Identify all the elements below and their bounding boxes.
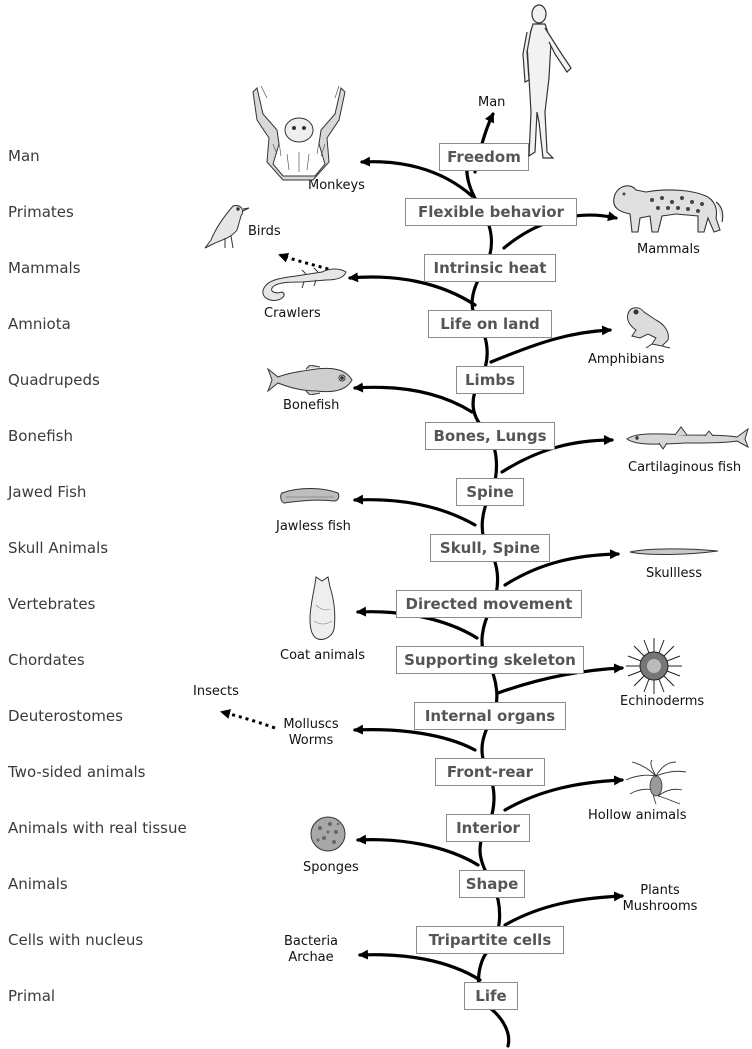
node-life: Life [464, 982, 518, 1010]
branch-label-plants-mushrooms: Plants Mushrooms [620, 883, 700, 915]
node-flexible-behavior: Flexible behavior [405, 198, 577, 226]
level-label-primates: Primates [8, 203, 74, 221]
level-label-mammals: Mammals [8, 259, 81, 277]
branch-label-archae: Archae [280, 950, 342, 966]
branch-label-bacteria-archae: Bacteria Archae [280, 934, 342, 966]
leopard-icon [606, 178, 726, 238]
level-label-primal: Primal [8, 987, 55, 1005]
branch-bonefish-arrow [355, 387, 472, 412]
branch-label-insects: Insects [193, 684, 239, 700]
branch-bacteria-arrow [360, 955, 480, 980]
level-label-two-sided-animals: Two-sided animals [8, 763, 146, 781]
node-supporting-skeleton: Supporting skeleton [396, 646, 584, 674]
level-label-chordates: Chordates [8, 651, 85, 669]
level-label-amniota: Amniota [8, 315, 71, 333]
branch-label-man: Man [478, 95, 505, 111]
frog-icon [622, 302, 674, 350]
level-label-skull-animals: Skull Animals [8, 539, 108, 557]
branch-label-bacteria: Bacteria [280, 934, 342, 950]
node-front-rear: Front-rear [435, 758, 545, 786]
branch-label-plants: Plants [620, 883, 700, 899]
node-life-on-land: Life on land [428, 310, 552, 338]
branch-label-amphibians: Amphibians [588, 352, 665, 368]
level-label-deuterostomes: Deuterostomes [8, 707, 123, 725]
sea-urchin-icon [624, 636, 684, 696]
branch-plants-arrow [505, 896, 622, 925]
sponge-icon [308, 814, 348, 854]
level-label-vertebrates: Vertebrates [8, 595, 95, 613]
branch-molluscs-arrow [355, 730, 475, 750]
level-label-jawed-fish: Jawed Fish [8, 483, 86, 501]
lancelet-icon [628, 545, 720, 559]
level-label-animals: Animals [8, 875, 68, 893]
branch-label-skullless: Skullless [646, 566, 702, 582]
branch-label-cartilaginous-fish: Cartilaginous fish [628, 460, 741, 476]
branch-label-mushrooms: Mushrooms [620, 899, 700, 915]
branch-label-molluscs: Molluscs [283, 717, 339, 733]
node-intrinsic-heat: Intrinsic heat [424, 254, 556, 282]
node-limbs: Limbs [456, 366, 524, 394]
branch-label-coat-animals: Coat animals [280, 648, 365, 664]
branch-label-hollow-animals: Hollow animals [588, 808, 687, 824]
branch-label-jawless-fish: Jawless fish [276, 519, 351, 535]
hydra-icon [622, 760, 690, 806]
node-interior: Interior [446, 814, 530, 842]
level-label-bonefish: Bonefish [8, 427, 73, 445]
bird-icon [203, 200, 251, 250]
level-label-cells-with-nucleus: Cells with nucleus [8, 931, 143, 949]
orangutan-icon [243, 84, 355, 184]
human-figure-icon [515, 2, 577, 162]
node-tripartite-cells: Tripartite cells [416, 926, 564, 954]
node-skull-spine: Skull, Spine [430, 534, 550, 562]
level-label-real-tissue: Animals with real tissue [8, 819, 187, 837]
node-bones-lungs: Bones, Lungs [425, 422, 555, 450]
node-internal-organs: Internal organs [414, 702, 566, 730]
node-directed-movement: Directed movement [396, 590, 582, 618]
level-label-man: Man [8, 147, 40, 165]
branch-label-crawlers: Crawlers [264, 306, 321, 322]
branch-insects-dotted-arrow [222, 712, 275, 728]
branch-sponges-arrow [358, 840, 478, 865]
branch-label-worms: Worms [283, 733, 339, 749]
branch-label-bonefish: Bonefish [283, 398, 339, 414]
level-label-quadrupeds: Quadrupeds [8, 371, 100, 389]
branch-label-mammals: Mammals [637, 242, 700, 258]
node-shape: Shape [459, 870, 525, 898]
branch-label-sponges: Sponges [303, 860, 359, 876]
branch-label-echinoderms: Echinoderms [620, 694, 704, 710]
branch-label-birds: Birds [248, 224, 281, 240]
tunicate-icon [306, 575, 338, 643]
shark-icon [625, 425, 750, 451]
lamprey-icon [278, 485, 342, 509]
branch-label-molluscs-worms: Molluscs Worms [283, 717, 339, 749]
lizard-icon [256, 264, 352, 304]
fish-icon [266, 365, 356, 395]
node-spine: Spine [456, 478, 524, 506]
